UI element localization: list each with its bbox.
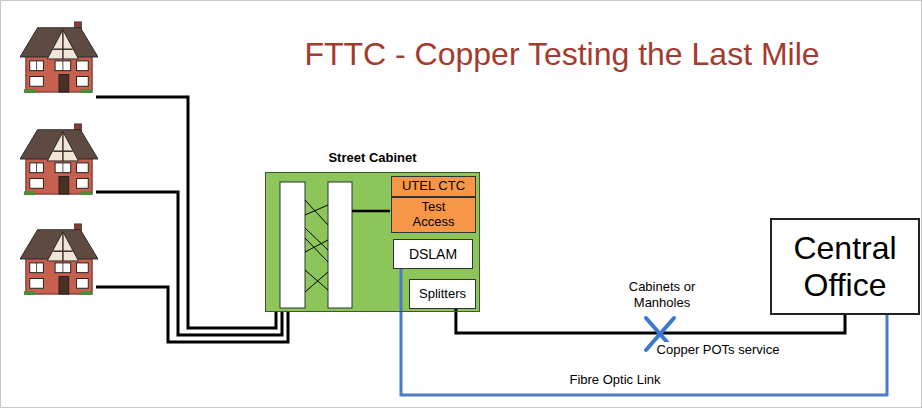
drop-wire — [96, 97, 276, 328]
cross-connect-frame — [280, 182, 305, 308]
equipment-box: Test Access — [391, 197, 476, 233]
house-icon — [20, 224, 98, 295]
link-label: Fibre Optic Link — [567, 372, 662, 387]
box-label: Splitters — [419, 287, 466, 302]
equipment-box: Splitters — [409, 279, 476, 309]
drop-wire — [96, 287, 288, 342]
diagram-title: FTTC - Copper Testing the Last Mile — [230, 36, 894, 73]
drop-wire — [96, 192, 282, 335]
box-label: Test Access — [406, 200, 462, 230]
box-label: Central Office — [772, 230, 918, 304]
cross-connect-frame — [328, 182, 352, 308]
location-note: Cabinets or Manholes — [612, 279, 712, 310]
house-icon — [20, 124, 98, 195]
equipment-box: UTEL CTC — [391, 176, 476, 197]
street-cabinet: Street CabinetUTEL CTCTest AccessDSLAMSp… — [265, 172, 480, 312]
equipment-box: Central Office — [770, 218, 920, 315]
cabinet-heading: Street Cabinet — [246, 151, 499, 166]
equipment-box: DSLAM — [393, 239, 473, 269]
cabinet-fill — [265, 172, 480, 312]
link-label: Copper POTs service — [655, 342, 782, 357]
drop-wires — [96, 97, 288, 342]
box-label: UTEL CTC — [402, 179, 465, 194]
box-label: DSLAM — [409, 246, 457, 262]
jumper-wires — [305, 200, 328, 292]
test-access-wire — [352, 210, 390, 213]
house-icon — [20, 22, 98, 93]
